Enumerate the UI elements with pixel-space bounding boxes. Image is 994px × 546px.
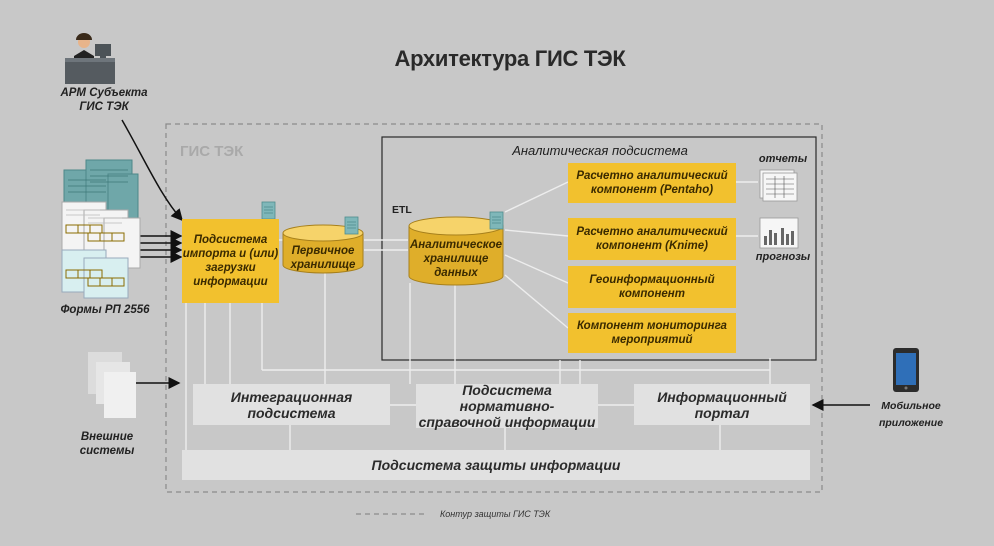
mobile-phone-icon	[893, 348, 919, 392]
external-systems-label: Внешние системы	[79, 431, 135, 457]
analytic-storage-cylinder	[408, 216, 504, 286]
integration-subsystem-box: Интеграционная подсистема	[193, 384, 390, 425]
forms-stack-icon	[61, 159, 141, 299]
primary-storage-cylinder	[282, 224, 364, 274]
info-portal-box: Информационный портал	[634, 384, 810, 425]
forms-label: Формы РП 2556	[60, 304, 150, 316]
mobile-app-label: Мобильное приложение	[878, 400, 944, 429]
legend-label: Контур защиты ГИС ТЭК	[440, 509, 551, 519]
perimeter-label: ГИС ТЭК	[180, 143, 244, 160]
doc-icon	[261, 201, 504, 235]
forecasts-icon	[759, 217, 799, 249]
arm-label: АРМ Субъекта ГИС ТЭК	[60, 87, 148, 113]
diagram-title: Архитектура ГИС ТЭК	[394, 46, 626, 71]
connectors	[185, 181, 771, 450]
analytic-subsystem-label: Аналитическая подсистема	[512, 143, 688, 158]
analytic-subsystem-frame	[381, 136, 817, 361]
primary-storage-label: Первичное хранилище	[290, 245, 356, 271]
security-subsystem-box: Подсистема защиты информации	[182, 450, 810, 480]
nsi-subsystem-box: Подсистема нормативно-справочной информа…	[416, 382, 598, 430]
import-subsystem-box: Подсистема импорта и (или) загрузки инфо…	[182, 219, 279, 303]
reports-label: отчеты	[758, 153, 808, 165]
etl-label: ETL	[392, 204, 412, 216]
forecasts-label: прогнозы	[755, 251, 811, 263]
security-perimeter	[165, 123, 823, 493]
arm-arrow	[121, 119, 183, 222]
external-systems-icon	[88, 352, 136, 418]
reports-icon	[759, 169, 798, 202]
workstation-icon	[65, 33, 115, 84]
analytic-storage-label: Аналитическое хранилище данных	[409, 239, 503, 279]
